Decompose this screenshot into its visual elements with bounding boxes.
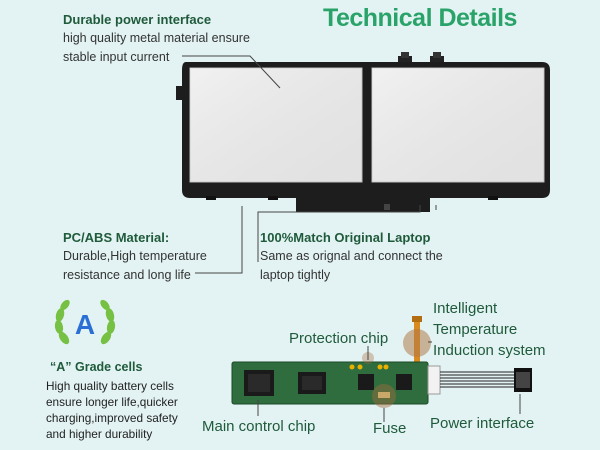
leader-material <box>195 206 243 274</box>
feature-line: high quality metal material ensure <box>63 31 250 45</box>
label-main-control-chip: Main control chip <box>202 418 316 435</box>
protection-chip-2 <box>396 374 412 390</box>
grade-line: High quality battery cells <box>46 379 174 393</box>
protection-chip-1 <box>358 374 374 390</box>
leader-power-interface <box>182 55 281 89</box>
feature-line: laptop tightly <box>260 268 331 282</box>
grade-line: charging,improved safety <box>46 411 178 425</box>
laurel-icon <box>54 299 116 345</box>
feature-line: stable input current <box>63 50 170 64</box>
temperature-sensor <box>403 316 431 364</box>
label-temperature-line: Intelligent <box>433 300 498 317</box>
label-temperature-line: Temperature <box>433 321 518 338</box>
grade-line: and higher durability <box>46 427 153 441</box>
label-temperature: Intelligent Temperature Induction system <box>433 298 546 361</box>
grade-description: High quality battery cells ensure longer… <box>46 378 178 442</box>
label-power-interface: Power interface <box>430 415 535 432</box>
grade-badge: A <box>54 299 116 345</box>
feature-power-interface: Durable power interface high quality met… <box>63 12 250 67</box>
grade-letter: A <box>75 309 95 340</box>
feature-material: PC/ABS Material: Durable,High temperatur… <box>63 230 207 285</box>
page-title: Technical Details <box>323 4 517 32</box>
feature-line: resistance and long life <box>63 268 191 282</box>
label-fuse: Fuse <box>373 420 407 437</box>
grade-line: ensure longer life,quicker <box>46 395 178 409</box>
feature-heading: PC/ABS Material: <box>63 230 170 245</box>
feature-line: Durable,High temperature <box>63 249 207 263</box>
grade-heading: “A” Grade cells <box>50 360 143 374</box>
power-cable <box>440 371 514 388</box>
label-protection-chip: Protection chip <box>289 330 389 347</box>
feature-heading: Durable power interface <box>63 12 212 27</box>
label-temperature-line: Induction system <box>433 342 546 359</box>
